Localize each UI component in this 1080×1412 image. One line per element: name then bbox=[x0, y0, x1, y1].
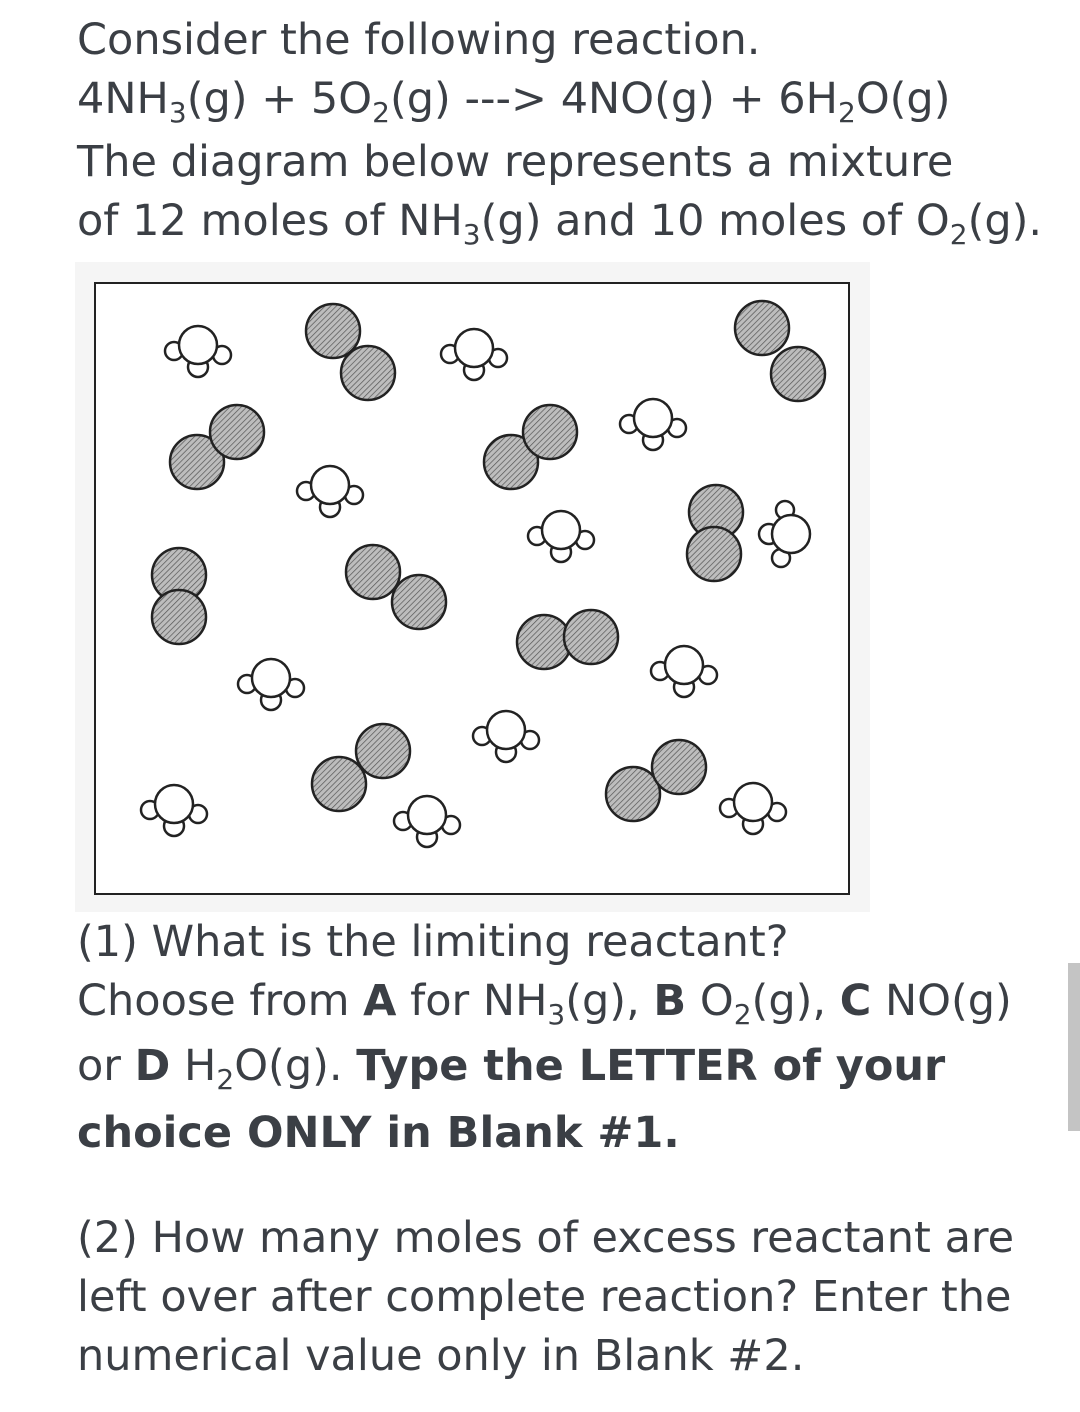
nh3-molecule bbox=[439, 327, 509, 382]
molecule-diagram bbox=[94, 282, 850, 895]
o2-molecule bbox=[310, 722, 412, 813]
q1-line-2: Choose from A for NH3(g), B O2(g), C NO(… bbox=[77, 976, 1012, 1031]
q1-line-4: choice ONLY in Blank #1. bbox=[77, 1108, 680, 1158]
q1-line-1: (1) What is the limiting reactant? bbox=[77, 917, 789, 967]
o2-molecule bbox=[733, 299, 827, 403]
scrollbar[interactable] bbox=[1068, 963, 1080, 1131]
q2-line-1: (2) How many moles of excess reactant ar… bbox=[77, 1213, 1015, 1263]
o2-molecule bbox=[515, 608, 620, 671]
nh3-molecule bbox=[757, 499, 812, 569]
nh3-molecule bbox=[618, 397, 688, 452]
nh3-molecule bbox=[139, 783, 209, 838]
o2-molecule bbox=[482, 403, 579, 491]
o2-molecule bbox=[168, 403, 266, 491]
nh3-molecule bbox=[526, 509, 596, 564]
nh3-molecule bbox=[718, 781, 788, 836]
intro-line-4: of 12 moles of NH3(g) and 10 moles of O2… bbox=[77, 196, 1043, 251]
q2-line-3: numerical value only in Blank #2. bbox=[77, 1331, 805, 1381]
diagram-frame bbox=[94, 282, 850, 895]
intro-line-1: Consider the following reaction. bbox=[77, 15, 761, 65]
nh3-molecule bbox=[163, 324, 233, 379]
nh3-molecule bbox=[471, 709, 541, 764]
reaction-equation: 4NH3(g) + 5O2(g) ---> 4NO(g) + 6H2O(g) bbox=[77, 74, 951, 129]
o2-molecule bbox=[685, 483, 745, 583]
o2-molecule bbox=[604, 738, 708, 823]
nh3-molecule bbox=[236, 657, 306, 712]
q1-line-3: or D H2O(g). Type the LETTER of your bbox=[77, 1041, 946, 1096]
o2-molecule bbox=[344, 543, 448, 631]
o2-molecule bbox=[304, 302, 397, 402]
nh3-molecule bbox=[649, 644, 719, 699]
nh3-molecule bbox=[295, 464, 365, 519]
o2-molecule bbox=[150, 546, 208, 646]
q2-line-2: left over after complete reaction? Enter… bbox=[77, 1272, 1012, 1322]
nh3-molecule bbox=[392, 794, 462, 849]
intro-line-3: The diagram below represents a mixture bbox=[77, 137, 954, 187]
